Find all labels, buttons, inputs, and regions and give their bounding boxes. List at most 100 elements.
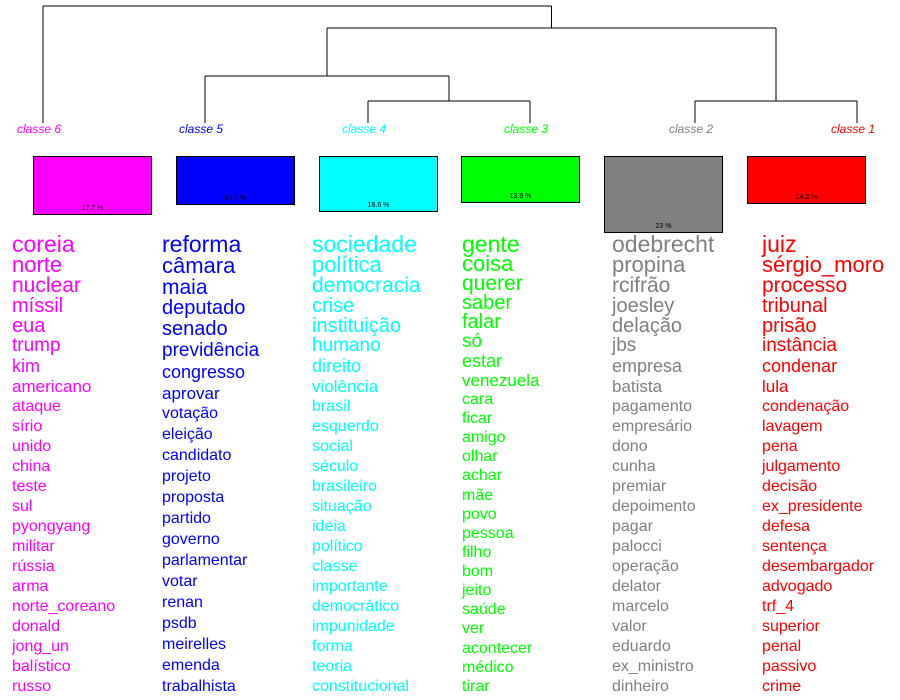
class-word: povo bbox=[462, 506, 497, 523]
class-word: teoria bbox=[312, 658, 353, 675]
class-word: teste bbox=[12, 478, 47, 495]
class-word: votação bbox=[162, 405, 219, 422]
class-word: americano bbox=[12, 377, 92, 396]
class-word: projeto bbox=[162, 468, 211, 485]
class-word: político bbox=[312, 538, 363, 555]
class-word: trf_4 bbox=[762, 598, 795, 615]
class-word: valor bbox=[612, 618, 647, 635]
class-word: julgamento bbox=[762, 458, 841, 475]
class-word: lula bbox=[762, 377, 789, 396]
class-word: só bbox=[462, 331, 483, 352]
class-word: cunha bbox=[612, 458, 656, 475]
class-label: classe 4 bbox=[342, 122, 387, 136]
class-word: classe bbox=[312, 558, 358, 575]
class-word: superior bbox=[762, 618, 820, 635]
class-word: situação bbox=[312, 498, 372, 515]
class-word: pagar bbox=[612, 518, 653, 535]
class-word: nuclear bbox=[12, 274, 81, 297]
class-word: estar bbox=[462, 351, 503, 371]
class-word: câmara bbox=[162, 253, 236, 278]
class-word: norte_coreano bbox=[12, 598, 116, 615]
class-word: donald bbox=[12, 618, 61, 635]
class-label: classe 2 bbox=[669, 122, 714, 136]
class-word: sérgio_moro bbox=[762, 252, 885, 277]
class-word: social bbox=[312, 438, 353, 455]
class-word: ver bbox=[462, 620, 485, 637]
class-word: venezuela bbox=[462, 371, 540, 390]
class-word: palocci bbox=[612, 538, 662, 555]
class-word: aprovar bbox=[162, 384, 220, 403]
class-word: forma bbox=[312, 638, 353, 655]
class-word: dono bbox=[612, 438, 648, 455]
class-word: democrático bbox=[312, 598, 400, 615]
class-word: sírio bbox=[12, 418, 43, 435]
class-word: ex_presidente bbox=[762, 498, 863, 515]
class-word: delator bbox=[612, 578, 661, 595]
class-word: marcelo bbox=[612, 598, 669, 615]
class-word: militar bbox=[12, 538, 55, 555]
class-percent-box: 17.7 % bbox=[33, 156, 152, 215]
class-word: previdência bbox=[162, 340, 260, 361]
class-word: eleição bbox=[162, 426, 213, 443]
class-word: condenar bbox=[762, 356, 838, 376]
class-word: ex_ministro bbox=[612, 658, 694, 675]
class-word: desembargador bbox=[762, 558, 875, 575]
class-word: saúde bbox=[462, 601, 506, 618]
class-word: constitucional bbox=[312, 678, 409, 695]
class-word: eua bbox=[12, 315, 46, 337]
class-percent-box: 13.9 % bbox=[461, 156, 580, 203]
class-word: premiar bbox=[612, 478, 667, 495]
class-word: juiz bbox=[762, 231, 797, 257]
class-word: depoimento bbox=[612, 498, 696, 515]
class-word: norte bbox=[12, 252, 63, 277]
class-word: jong_un bbox=[12, 638, 69, 655]
class-percent-box: 14.6 % bbox=[176, 156, 295, 205]
class-word: crise bbox=[312, 295, 355, 317]
class-word: trabalhista bbox=[162, 678, 236, 695]
class-word: pagamento bbox=[612, 398, 693, 415]
class-word: balístico bbox=[12, 658, 71, 675]
class-label: classe 6 bbox=[17, 122, 62, 136]
class-word: crime bbox=[762, 678, 802, 695]
class-word: china bbox=[12, 458, 51, 475]
class-percent-box: 23 % bbox=[604, 156, 723, 233]
class-word: achar bbox=[462, 467, 503, 484]
class-percent-label: 16.6 % bbox=[367, 202, 390, 209]
class-word: sociedade bbox=[312, 231, 417, 257]
class-word: esquerdo bbox=[312, 418, 379, 435]
class-percent-box: 14.2 % bbox=[747, 156, 866, 204]
class-word: russo bbox=[12, 678, 52, 695]
class-word: olhar bbox=[462, 448, 498, 465]
class-word: impunidade bbox=[312, 618, 395, 635]
class-word: míssil bbox=[12, 295, 64, 317]
class-word: gente bbox=[462, 231, 520, 257]
class-word: rcifrão bbox=[612, 274, 671, 297]
class-word: trump bbox=[12, 335, 61, 356]
class-word: parlamentar bbox=[162, 552, 248, 569]
class-word: cara bbox=[462, 391, 494, 408]
class-word: joesley bbox=[612, 295, 675, 317]
class-word: jbs bbox=[612, 335, 637, 356]
class-word: candidato bbox=[162, 447, 232, 464]
class-word: importante bbox=[312, 578, 388, 595]
class-word: meirelles bbox=[162, 636, 227, 653]
class-word: partido bbox=[162, 510, 211, 527]
class-word: pyongyang bbox=[12, 518, 91, 535]
class-word: coreia bbox=[12, 231, 75, 257]
class-word: humano bbox=[312, 335, 381, 356]
class-word: jeito bbox=[462, 582, 492, 599]
class-word: passivo bbox=[762, 658, 817, 675]
class-word: sentença bbox=[762, 538, 827, 555]
class-word: instituição bbox=[312, 315, 401, 337]
class-word: política bbox=[312, 252, 382, 277]
class-word: ataque bbox=[12, 398, 61, 415]
class-word: propina bbox=[612, 252, 686, 277]
class-percent-label: 13.9 % bbox=[509, 193, 532, 200]
class-word: pessoa bbox=[462, 525, 514, 542]
class-word: emenda bbox=[162, 657, 220, 674]
class-word: dinheiro bbox=[612, 678, 669, 695]
class-word: reforma bbox=[162, 231, 242, 257]
class-word: operação bbox=[612, 558, 679, 575]
class-word: deputado bbox=[162, 297, 246, 319]
class-word: unido bbox=[12, 438, 52, 455]
